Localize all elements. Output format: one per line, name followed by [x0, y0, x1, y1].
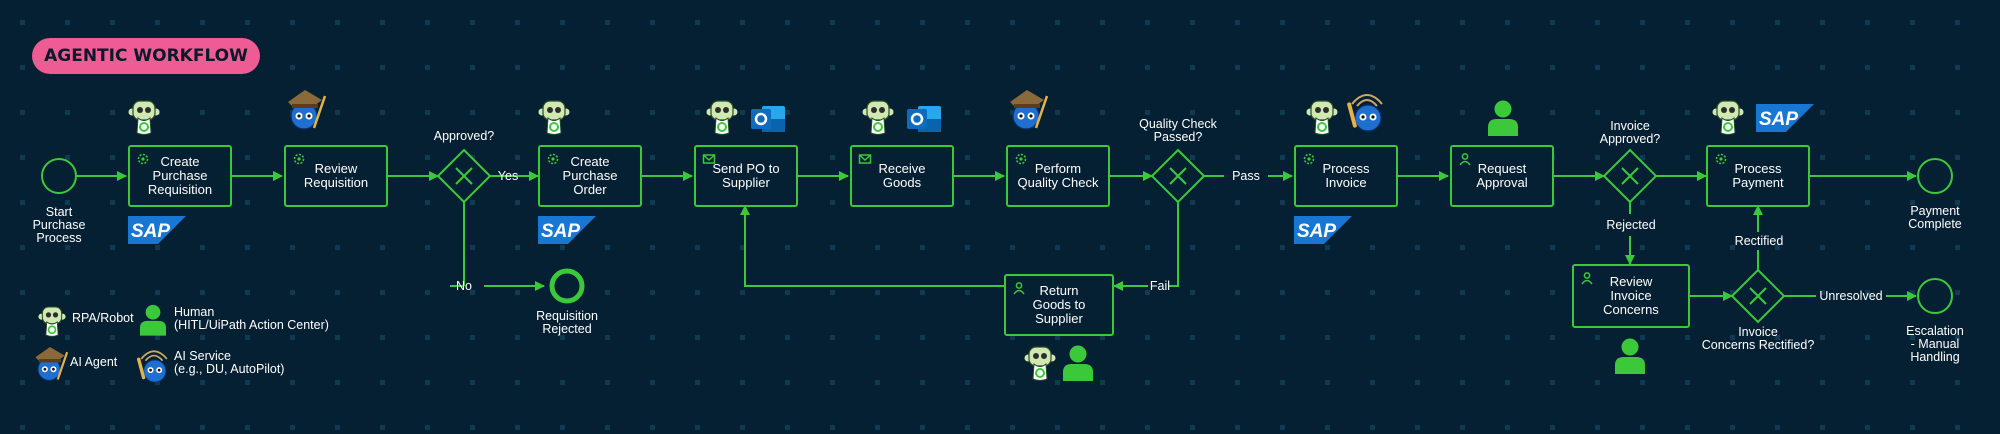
robot-icon: [862, 100, 894, 135]
ai-agent-icon: [288, 90, 326, 130]
flow-label-rectified: Rectified: [1734, 234, 1784, 248]
task-quality-check[interactable]: Perform Quality Check: [1006, 145, 1110, 207]
flow-label-yes: Yes: [497, 169, 519, 183]
task-label: Receive Goods: [878, 161, 926, 190]
robot-icon: [1712, 100, 1744, 135]
robot-icon: [1306, 100, 1338, 135]
task-review-invoice-concerns[interactable]: Review Invoice Concerns: [1572, 264, 1690, 328]
task-label: Create Purchase Order: [562, 154, 618, 197]
service-task-gear-icon: [293, 153, 305, 165]
rejected-event-label: Requisition Rejected: [536, 309, 598, 336]
legend-ai-service-label: AI Service (e.g., DU, AutoPilot): [174, 349, 285, 376]
task-label: Send PO to Supplier: [712, 161, 780, 190]
gateway-approved-label: Approved?: [433, 129, 495, 143]
start-event-label: Start Purchase Process: [32, 205, 86, 245]
task-process-payment[interactable]: Process Payment: [1706, 145, 1810, 207]
task-return-goods[interactable]: Return Goods to Supplier: [1004, 274, 1114, 336]
service-task-gear-icon: [547, 153, 559, 165]
user-task-person-icon: [1013, 282, 1025, 295]
service-task-gear-icon: [137, 153, 149, 165]
robot-icon: [706, 100, 738, 135]
flow-quality-fail: [1168, 202, 1179, 287]
start-event[interactable]: [41, 158, 77, 194]
outlook-icon: [751, 106, 785, 132]
escalation-event-label: Escalation - Manual Handling: [1906, 324, 1964, 364]
sap-logo: SAP: [538, 216, 596, 244]
legend-ai-service-icon: [136, 350, 168, 383]
end-event-rejected[interactable]: [549, 268, 585, 304]
gateway-invoice-label: Invoice Approved?: [1599, 119, 1661, 146]
service-task-gear-icon: [1303, 153, 1315, 165]
task-create-po[interactable]: Create Purchase Order: [538, 145, 642, 207]
flow-return-to-send: [740, 205, 1004, 287]
task-process-invoice[interactable]: Process Invoice: [1294, 145, 1398, 207]
task-create-pr[interactable]: Create Purchase Requisition: [128, 145, 232, 207]
flow-label-pass: Pass: [1232, 169, 1260, 183]
robot-icon: [128, 100, 160, 135]
human-icon: [1063, 345, 1093, 381]
task-label: Return Goods to Supplier: [1032, 283, 1086, 326]
flow-label-rejected: Rejected: [1606, 218, 1656, 232]
legend-ai-agent-icon: [35, 347, 68, 381]
legend-robot-label: RPA/Robot: [72, 311, 134, 325]
svg-text:SAP: SAP: [131, 221, 170, 242]
robot-icon: [1024, 346, 1056, 381]
task-label: Review Invoice Concerns: [1603, 274, 1659, 317]
robot-icon: [538, 100, 570, 135]
task-label: Review Requisition: [303, 161, 369, 190]
svg-text:SAP: SAP: [541, 221, 580, 242]
legend-robot-icon: [38, 306, 66, 337]
flow-label-fail: Fail: [1149, 279, 1171, 293]
user-task-person-icon: [1581, 272, 1593, 285]
outlook-icon: [907, 106, 941, 132]
task-label: Request Approval: [1476, 161, 1528, 190]
user-task-person-icon: [1459, 153, 1471, 166]
task-review-requisition[interactable]: Review Requisition: [284, 145, 388, 207]
task-label: Perform Quality Check: [1017, 161, 1099, 190]
complete-event-label: Payment Complete: [1908, 204, 1962, 231]
flow-label-unresolved: Unresolved: [1819, 289, 1883, 303]
task-label: Create Purchase Requisition: [147, 154, 213, 197]
legend-human-icon: [140, 304, 166, 336]
task-receive-goods[interactable]: Receive Goods: [850, 145, 954, 207]
sap-logo: SAP: [1294, 216, 1352, 244]
workflow-title-badge: AGENTIC WORKFLOW: [32, 38, 260, 74]
sap-logo: SAP: [128, 216, 186, 244]
svg-text:SAP: SAP: [1759, 109, 1798, 130]
service-task-gear-icon: [1015, 153, 1027, 165]
legend-ai-agent-label: AI Agent: [70, 355, 118, 369]
send-task-envelope-icon: [702, 154, 716, 164]
human-icon: [1615, 338, 1645, 374]
sap-logo: SAP: [1756, 104, 1814, 132]
svg-text:SAP: SAP: [1297, 221, 1336, 242]
ai-agent-icon: [1010, 90, 1048, 130]
receive-task-envelope-icon: [858, 154, 872, 164]
gateway-concerns-label: Invoice Concerns Rectified?: [1701, 325, 1815, 352]
ai-service-icon: [1347, 94, 1383, 132]
flow-label-no: No: [456, 279, 472, 293]
gateway-quality-label: Quality Check Passed?: [1139, 117, 1217, 144]
task-request-approval[interactable]: Request Approval: [1450, 145, 1554, 207]
task-label: Process Payment: [1732, 161, 1784, 190]
end-event-complete[interactable]: [1917, 158, 1953, 194]
end-event-escalation[interactable]: [1917, 278, 1953, 314]
task-send-po[interactable]: Send PO to Supplier: [694, 145, 798, 207]
legend-human-label: Human (HITL/UiPath Action Center): [174, 305, 329, 332]
service-task-gear-icon: [1715, 153, 1727, 165]
task-label: Process Invoice: [1322, 161, 1370, 190]
human-icon: [1488, 100, 1518, 136]
